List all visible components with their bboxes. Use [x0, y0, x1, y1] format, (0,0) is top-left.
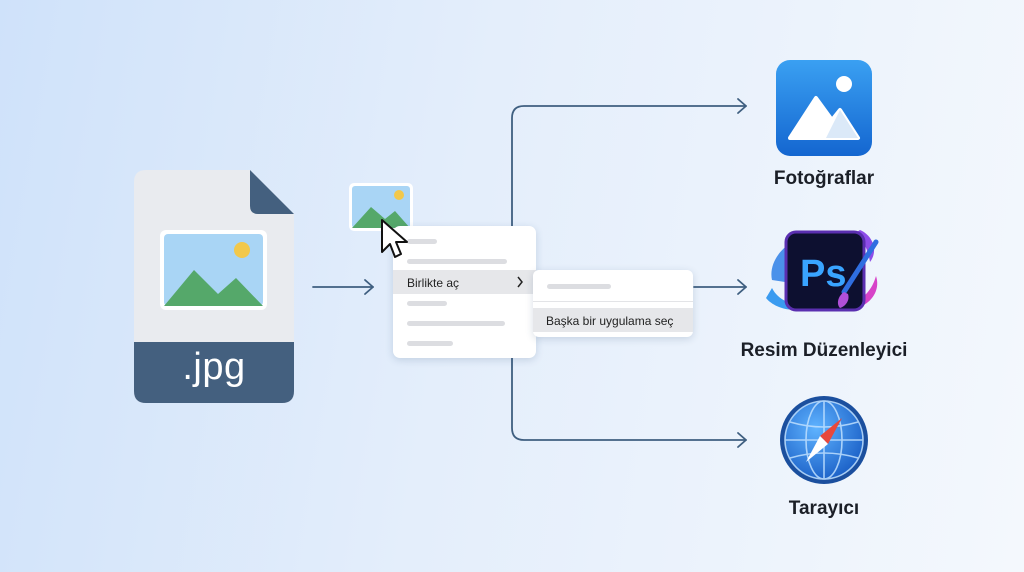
submenu-item-choose-another-app[interactable]: Başka bir uygulama seç: [533, 308, 693, 332]
photoshop-badge-text: Ps: [800, 253, 846, 295]
app-label-browser: Tarayıcı: [788, 498, 860, 519]
context-menu: Birlikte aç: [393, 226, 536, 358]
arrow-to-editor-head: [737, 279, 747, 295]
image-thumbnail-icon[interactable]: [349, 183, 413, 231]
branch-trunk-top: [511, 105, 747, 227]
submenu-placeholder-line: [547, 284, 611, 289]
menu-placeholder-line: [407, 301, 447, 306]
menu-placeholder-line: [407, 341, 453, 346]
photoshop-app-icon[interactable]: Ps: [764, 222, 884, 326]
submenu-divider: [533, 301, 693, 302]
photos-app-icon[interactable]: [776, 60, 872, 156]
app-label-photos: Fotoğraflar: [773, 168, 875, 189]
open-with-submenu: Başka bir uygulama seç: [533, 270, 693, 337]
menu-item-open-with[interactable]: Birlikte aç: [393, 270, 536, 294]
branch-trunk-bottom: [511, 357, 747, 441]
submenu-item-choose-another-app-label: Başka bir uygulama seç: [546, 314, 674, 328]
app-label-image-editor: Resim Düzenleyici: [740, 340, 908, 361]
chevron-right-icon: [517, 276, 523, 288]
browser-globe-icon[interactable]: [778, 394, 870, 486]
arrow-file-to-menu-head: [364, 279, 374, 295]
mouse-pointer-icon: [381, 219, 408, 258]
file-extension-label: .jpg: [182, 346, 246, 388]
menu-item-open-with-label: Birlikte aç: [407, 276, 460, 290]
arrow-to-photos-head: [737, 98, 747, 114]
menu-placeholder-line: [407, 259, 507, 264]
arrow-to-browser-head: [737, 432, 747, 448]
menu-placeholder-line: [407, 321, 505, 326]
menu-placeholder-line: [407, 239, 437, 244]
image-file-icon: [134, 170, 294, 403]
